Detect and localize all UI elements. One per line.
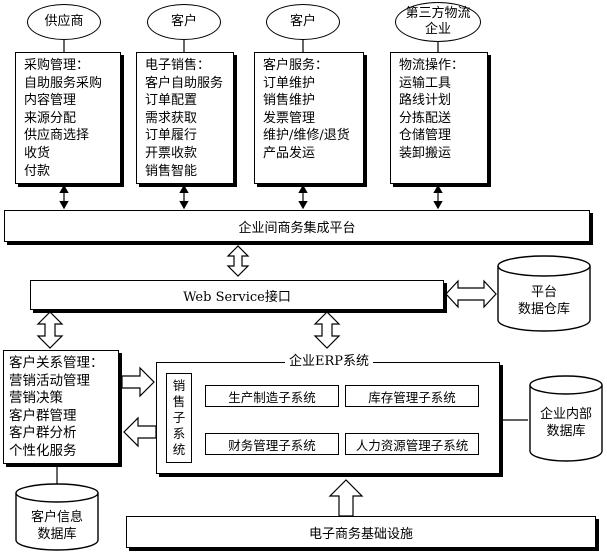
list-item: 收货 [24, 145, 51, 161]
database-cylinder-icon [15, 483, 99, 551]
erp-system-box: 企业ERP系统 销 售 子 系 统 生产制造子系统 库存管理子系统 财务管理子系… [156, 354, 500, 474]
entity-customer-2-label: 客户 [289, 14, 316, 29]
entity-customer-2: 客户 [266, 4, 340, 40]
list-item: 销售智能 [145, 163, 198, 179]
internal-db: 企业内部 数据库 [528, 374, 604, 464]
list-item: 维护/维修/退货 [263, 128, 350, 144]
sales-char: 系 [172, 426, 186, 441]
arrow-sales-to-crm [123, 416, 157, 448]
list-item: 客户群管理 [9, 407, 77, 424]
list-item: 订单配置 [145, 93, 198, 109]
hr-subsystem-box: 人力资源管理子系统 [345, 433, 479, 455]
web-service-box: Web Service接口 [30, 280, 444, 310]
list-item: 运输工具 [399, 75, 452, 91]
entity-customer-1-label: 客户 [170, 14, 197, 29]
list-item: 发票管理 [263, 110, 316, 126]
list-item: 自助服务采购 [24, 75, 103, 91]
list-item: 路线计划 [399, 93, 452, 109]
production-subsystem-label: 生产制造子系统 [228, 389, 316, 405]
list-item: 营销活动管理 [9, 372, 90, 389]
customer-service-functions-box: 客户服务： 订单维护 销售维护 发票管理 维护/维修/退货 产品发运 [254, 52, 364, 184]
internal-db-label-line1: 企业内部 [539, 407, 592, 422]
arrow-crm-to-sales [121, 366, 155, 398]
sales-char: 售 [172, 394, 186, 409]
list-item: 物流操作： [399, 58, 465, 73]
logistics-functions-box: 物流操作： 运输工具 路线计划 分拣配送 仓储管理 装卸搬运 [390, 52, 488, 184]
list-item: 内容管理 [24, 93, 77, 109]
infrastructure-label: 电子商务基础设施 [308, 526, 413, 542]
list-item: 开票收款 [145, 145, 198, 161]
integration-platform-box: 企业间商务集成平台 [4, 210, 590, 242]
sales-char: 销 [172, 378, 186, 393]
list-item: 客户群分析 [9, 425, 77, 442]
crm-box: 客户关系管理： 营销活动管理 营销决策 客户群管理 客户群分析 个性化服务 [3, 350, 119, 464]
hr-subsystem-label: 人力资源管理子系统 [355, 437, 469, 453]
list-item: 需求获取 [145, 110, 198, 126]
supplier-functions-box: 采购管理： 自助服务采购 内容管理 来源分配 供应商选择 收货 付款 [15, 52, 121, 184]
finance-subsystem-label: 财务管理子系统 [228, 437, 316, 453]
finance-subsystem-box: 财务管理子系统 [205, 433, 339, 455]
entity-customer-1: 客户 [147, 4, 221, 40]
sales-char: 子 [172, 410, 186, 425]
arrow-webservice-crm [36, 311, 64, 349]
list-item: 仓储管理 [399, 128, 452, 144]
customer-info-db: 客户信息 数据库 [14, 482, 100, 552]
list-item: 客户自助服务 [145, 75, 224, 91]
platform-warehouse-db: 平台 数据仓库 [496, 254, 592, 334]
sales-subsystem-box: 销 售 子 系 统 [166, 373, 192, 463]
inventory-subsystem-box: 库存管理子系统 [345, 385, 479, 407]
customer-db-label-line1: 客户信息 [30, 510, 83, 525]
erp-title: 企业ERP系统 [285, 354, 374, 370]
list-item: 订单履行 [145, 128, 198, 144]
production-subsystem-box: 生产制造子系统 [205, 385, 339, 407]
list-item: 个性化服务 [9, 442, 77, 459]
integration-platform-label: 企业间商务集成平台 [238, 220, 356, 236]
list-item: 付款 [24, 163, 51, 179]
list-item: 客户关系管理： [9, 355, 104, 371]
arrow-webservice-warehouse [445, 279, 497, 309]
internal-db-label-line2: 数据库 [546, 424, 586, 439]
list-item: 客户服务： [263, 58, 329, 73]
entity-logistics-label-line1: 第三方物流 [405, 6, 471, 21]
list-item: 分拣配送 [399, 110, 452, 126]
list-item: 电子销售： [145, 58, 211, 73]
platform-warehouse-label-line1: 平台 [530, 285, 557, 300]
list-item: 来源分配 [24, 110, 77, 126]
web-service-label: Web Service接口 [183, 289, 291, 305]
arrow-platform-webservice [226, 245, 250, 277]
list-item: 订单维护 [263, 75, 316, 91]
database-cylinder-icon [497, 255, 591, 332]
list-item: 营销决策 [9, 390, 63, 407]
inventory-subsystem-label: 库存管理子系统 [368, 389, 456, 405]
entity-logistics-label-line2: 企业 [424, 22, 451, 37]
infrastructure-box: 电子商务基础设施 [126, 516, 596, 548]
entity-logistics: 第三方物流 企业 [395, 2, 481, 42]
list-item: 销售维护 [263, 93, 316, 109]
sales-char: 统 [172, 442, 186, 457]
platform-warehouse-label-line2: 数据仓库 [517, 302, 570, 317]
arrow-webservice-erp [313, 311, 341, 349]
list-item: 采购管理： [24, 58, 90, 73]
arrow-infra-to-erp [328, 479, 364, 517]
list-item: 供应商选择 [24, 128, 90, 144]
customer-sales-functions-box: 电子销售： 客户自助服务 订单配置 需求获取 订单履行 开票收款 销售智能 [136, 52, 234, 184]
list-item: 装卸搬运 [399, 145, 452, 161]
list-item: 产品发运 [263, 145, 316, 161]
customer-db-label-line2: 数据库 [37, 527, 77, 542]
entity-supplier: 供应商 [27, 4, 101, 40]
database-cylinder-icon [529, 375, 603, 462]
entity-supplier-label: 供应商 [44, 14, 84, 29]
